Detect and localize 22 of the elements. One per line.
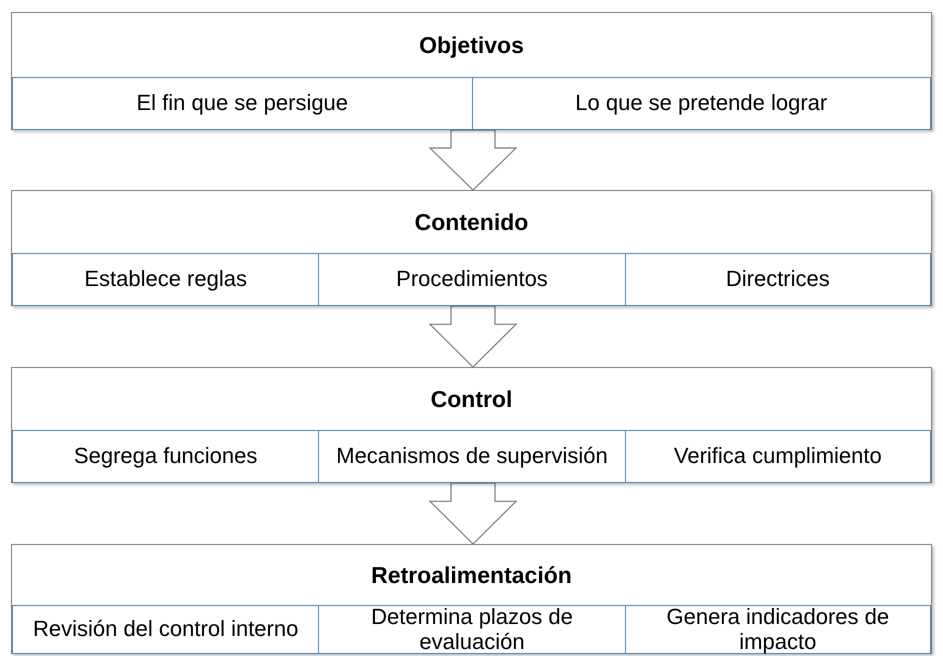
item-cell: Determina plazos de evaluación bbox=[318, 605, 626, 654]
section-heading: Control bbox=[430, 386, 512, 412]
section-heading: Objetivos bbox=[419, 32, 524, 58]
item-cell: Lo que se pretende lograr bbox=[472, 77, 931, 130]
item-cell: Procedimientos bbox=[318, 253, 626, 306]
block-arrow bbox=[428, 482, 518, 545]
section-heading: Contenido bbox=[414, 208, 528, 236]
item-cell: Establece reglas bbox=[12, 253, 320, 306]
item-cell: Segrega funciones bbox=[12, 430, 320, 483]
item-cell: Verifica cumplimiento bbox=[624, 430, 931, 483]
section-panel bbox=[11, 190, 932, 306]
item-cell: Directrices bbox=[624, 253, 931, 306]
item-cell: Mecanismos de supervisión bbox=[318, 430, 626, 483]
item-cell: El fin que se persigue bbox=[12, 77, 472, 130]
block-arrow bbox=[428, 129, 518, 191]
section-heading: Retroalimentación bbox=[371, 562, 572, 588]
section-panel bbox=[11, 544, 932, 654]
section-panel bbox=[11, 367, 932, 483]
section-panel bbox=[11, 12, 932, 130]
item-cell: Revisión del control interno bbox=[12, 605, 320, 654]
item-cell: Genera indicadores de impacto bbox=[624, 605, 931, 654]
block-arrow bbox=[428, 305, 518, 368]
